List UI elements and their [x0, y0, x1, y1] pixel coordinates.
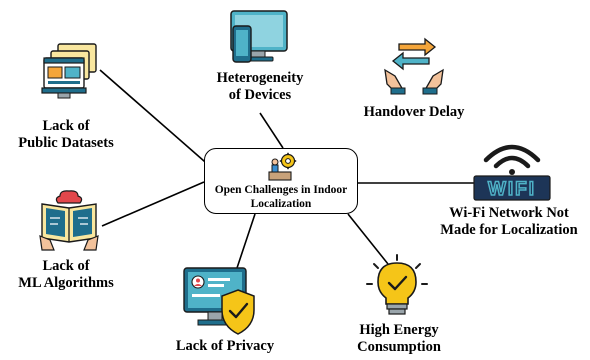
- connector-energy: [347, 213, 389, 265]
- label-wifi-line2: Made for Localization: [440, 222, 578, 238]
- label-datasets-line2: Public Datasets: [18, 135, 114, 151]
- gear-worker-icon: [268, 152, 297, 181]
- label-energy: High Energy Consumption: [340, 322, 458, 356]
- label-devices-line2: of Devices: [228, 87, 292, 103]
- label-datasets: Lack of Public Datasets: [2, 118, 130, 152]
- center-title: Open Challenges in Indoor Localization: [205, 183, 357, 211]
- label-energy-line2: Consumption: [357, 339, 441, 355]
- devices-icon: [230, 10, 288, 63]
- label-handover: Handover Delay: [352, 104, 476, 121]
- label-privacy-line1: Lack of Privacy: [175, 338, 275, 354]
- wifi-badge-text: WIFI: [488, 179, 536, 200]
- handover-arrows-hands-icon: [384, 37, 444, 95]
- label-ml-line1: Lack of: [42, 258, 90, 274]
- label-ml: Lack of ML Algorithms: [4, 258, 128, 292]
- label-wifi: Wi-Fi Network Not Made for Localization: [430, 205, 588, 239]
- label-devices: Heterogeneity of Devices: [196, 70, 324, 104]
- center-node: Open Challenges in Indoor Localization: [204, 148, 358, 214]
- label-devices-line1: Heterogeneity: [216, 70, 304, 86]
- ml-brain-book-icon: [39, 190, 99, 251]
- connector-ml: [101, 181, 205, 227]
- label-energy-line1: High Energy: [359, 322, 439, 338]
- datasets-windows-icon: [41, 43, 97, 99]
- label-datasets-line1: Lack of: [42, 118, 90, 134]
- lightbulb-icon: [366, 254, 428, 315]
- label-ml-line2: ML Algorithms: [18, 275, 114, 291]
- wifi-icon: WIFI: [473, 144, 551, 201]
- label-handover-line1: Handover Delay: [363, 104, 465, 120]
- label-wifi-line1: Wi-Fi Network Not: [449, 205, 569, 221]
- privacy-shield-icon: [183, 267, 255, 335]
- center-title-line2: Localization: [250, 198, 312, 210]
- connector-datasets: [99, 69, 213, 169]
- center-title-line1: Open Challenges in Indoor: [214, 184, 348, 196]
- label-privacy: Lack of Privacy: [160, 338, 290, 355]
- connector-devices: [259, 112, 284, 149]
- connector-privacy: [236, 213, 256, 269]
